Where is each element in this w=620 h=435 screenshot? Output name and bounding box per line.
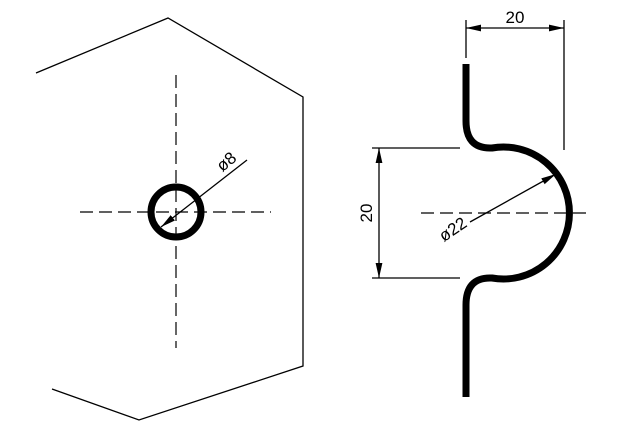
hole-diameter-leader bbox=[160, 159, 248, 228]
height-dimension-label: 20 bbox=[357, 204, 376, 223]
hole-circle bbox=[147, 183, 205, 241]
hole-diameter-label: ø8 bbox=[213, 148, 240, 175]
front-view: ø8 bbox=[35, 17, 304, 421]
width-dimension-label: 20 bbox=[506, 8, 525, 27]
side-profile-outline bbox=[462, 64, 573, 397]
hexagon-outline bbox=[35, 17, 304, 421]
side-view: 20 20 ø22 bbox=[357, 8, 592, 397]
boss-diameter-label: ø22 bbox=[435, 213, 470, 245]
boss-diameter-leader bbox=[469, 173, 557, 223]
